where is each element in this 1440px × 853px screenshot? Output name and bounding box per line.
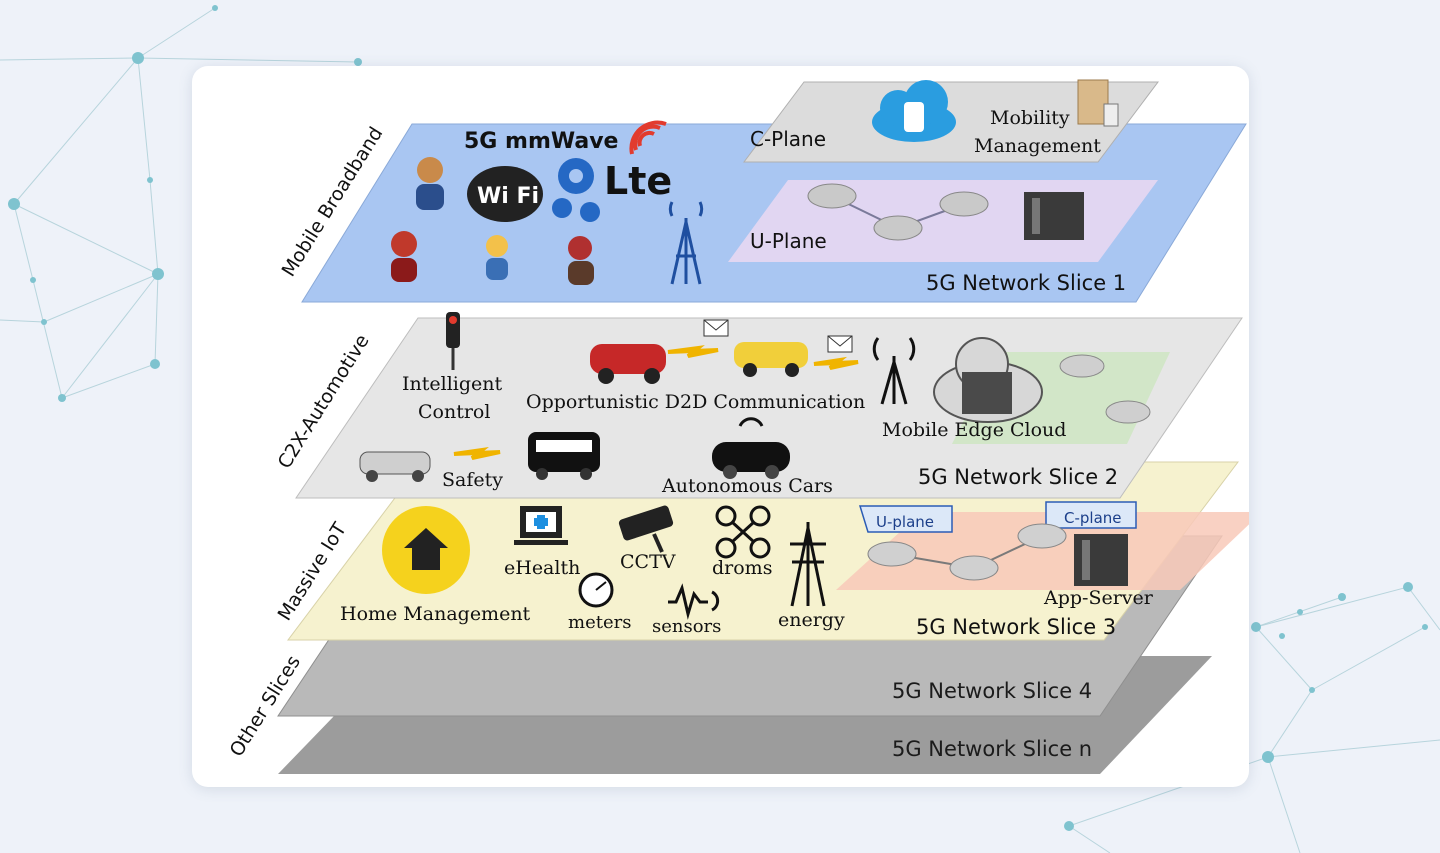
home-label: Home Management	[340, 603, 531, 625]
drone-icon	[715, 505, 771, 559]
server-box-icon	[1077, 79, 1119, 127]
energy-label: energy	[778, 609, 845, 631]
network-slicing-diagram: 5G Network Slice 4 5G Network Slice n Mo…	[226, 79, 1249, 774]
lightning-icon	[453, 446, 501, 460]
svg-text:C-plane: C-plane	[1064, 509, 1122, 527]
envelope-icon	[703, 319, 729, 337]
d2d-label: Opportunistic D2D Communication	[526, 391, 865, 413]
signal-waves-icon	[629, 120, 667, 155]
home-management-icon	[382, 506, 470, 594]
router-icon	[939, 191, 989, 217]
autonomous-label: Autonomous Cars	[661, 475, 833, 497]
user-icon	[486, 235, 508, 280]
lte-label: Lte	[604, 159, 672, 203]
router-icon	[1059, 354, 1105, 378]
mobility-label-line1: Mobility	[990, 107, 1070, 129]
slice-4-label: 5G Network Slice 4	[892, 679, 1092, 703]
meter-icon	[578, 572, 614, 608]
slice-2-label: 5G Network Slice 2	[918, 465, 1118, 489]
red-car-icon	[590, 344, 666, 384]
user-icon	[568, 236, 594, 285]
intelligent-label-line1: Intelligent	[402, 373, 502, 395]
cell-tower-icon	[668, 201, 704, 285]
slice-3-label: 5G Network Slice 3	[916, 615, 1116, 639]
router-icon	[873, 215, 923, 241]
cctv-icon	[618, 505, 674, 553]
router-icon	[1017, 523, 1067, 549]
sensor-wave-icon	[668, 583, 720, 620]
user-icon	[391, 231, 417, 282]
safety-label: Safety	[442, 469, 503, 491]
envelope-icon	[827, 335, 853, 353]
mmwave-label: 5G mmWave	[464, 129, 618, 154]
droms-label: droms	[712, 557, 772, 579]
server-rack-icon	[1024, 192, 1084, 240]
cloud-database-icon	[872, 80, 956, 142]
app-server-icon	[1074, 534, 1128, 586]
intelligent-label-line2: Control	[418, 401, 490, 423]
svg-text:Wi Fi: Wi Fi	[477, 184, 539, 209]
lightning-icon	[667, 345, 719, 358]
lightning-icon	[813, 356, 859, 370]
c-plane-label: C-Plane	[750, 127, 826, 151]
app-server-label: App-Server	[1043, 587, 1154, 609]
router-icon	[949, 555, 999, 581]
edge-cloud-icon	[933, 337, 1043, 423]
taxi-car-icon	[734, 342, 808, 377]
mobility-label-line2: Management	[974, 135, 1101, 157]
crashed-cars-icon	[359, 451, 431, 482]
gear-icon	[552, 158, 600, 222]
svg-text:U-plane: U-plane	[876, 513, 934, 531]
slice-1-label: 5G Network Slice 1	[926, 271, 1126, 295]
mec-label: Mobile Edge Cloud	[882, 419, 1066, 441]
u-plane-label: U-Plane	[750, 229, 827, 253]
slice-n-label: 5G Network Slice n	[892, 737, 1092, 761]
router-icon	[867, 541, 917, 567]
user-icon	[416, 157, 444, 210]
router-icon	[1105, 400, 1151, 424]
meters-label: meters	[568, 612, 631, 633]
wifi-icon: Wi Fi	[467, 166, 543, 222]
sensors-label: sensors	[652, 616, 721, 637]
router-icon	[807, 183, 857, 209]
ehealth-label: eHealth	[504, 557, 580, 579]
ehealth-icon	[514, 506, 568, 545]
traffic-light-icon	[446, 312, 460, 370]
autonomous-car-icon	[712, 417, 790, 479]
power-pylon-icon	[790, 522, 826, 607]
antenna-icon	[872, 337, 916, 405]
figure-card: 5G Network Slice 4 5G Network Slice n Mo…	[192, 66, 1249, 787]
cctv-label: CCTV	[620, 551, 676, 573]
bus-icon	[528, 432, 600, 480]
u-plane-tag: U-plane	[858, 505, 953, 533]
c-plane-tag: C-plane	[1045, 501, 1137, 529]
